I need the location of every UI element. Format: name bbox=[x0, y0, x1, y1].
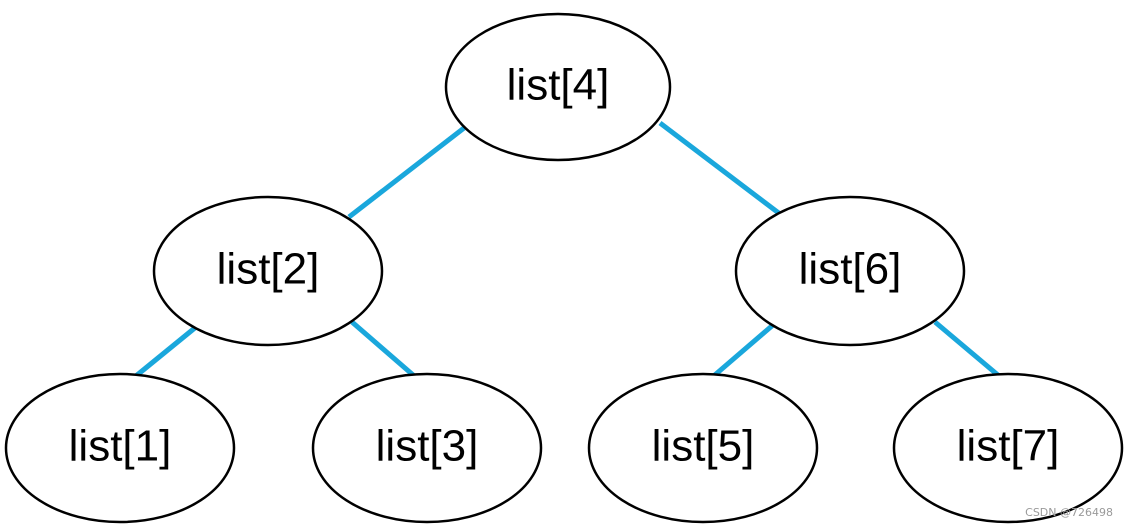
node-n4-ellipse bbox=[444, 12, 672, 162]
edge-n6-n5 bbox=[707, 323, 775, 382]
edge-n4-n6 bbox=[658, 121, 782, 216]
node-n6-ellipse bbox=[734, 195, 966, 347]
node-n3-label: list[3] bbox=[376, 422, 479, 471]
node-n1-ellipse bbox=[4, 372, 236, 524]
watermark: CSDN @726498 bbox=[1025, 506, 1113, 519]
node-n5-ellipse bbox=[587, 372, 819, 524]
node-n3-ellipse bbox=[311, 372, 543, 524]
tree-edges bbox=[129, 121, 1007, 383]
node-n2-ellipse bbox=[152, 195, 384, 347]
node-n5-label: list[5] bbox=[652, 422, 755, 471]
node-n3: list[3] bbox=[311, 372, 543, 524]
node-n2: list[2] bbox=[152, 195, 384, 347]
node-n7: list[7] bbox=[892, 372, 1124, 524]
node-n1: list[1] bbox=[4, 372, 236, 524]
edge-n2-n1 bbox=[129, 325, 198, 382]
node-n4: list[4] bbox=[444, 12, 672, 162]
node-n6: list[6] bbox=[734, 195, 966, 347]
node-n2-label: list[2] bbox=[217, 245, 320, 294]
edge-n6-n7 bbox=[933, 320, 1007, 383]
node-n1-label: list[1] bbox=[69, 422, 172, 471]
node-n6-label: list[6] bbox=[799, 245, 902, 294]
edge-n2-n3 bbox=[350, 320, 422, 383]
node-n7-ellipse bbox=[892, 372, 1124, 524]
edge-n4-n2 bbox=[347, 126, 466, 219]
node-n7-label: list[7] bbox=[957, 422, 1060, 471]
node-n4-label: list[4] bbox=[507, 61, 610, 110]
node-n5: list[5] bbox=[587, 372, 819, 524]
